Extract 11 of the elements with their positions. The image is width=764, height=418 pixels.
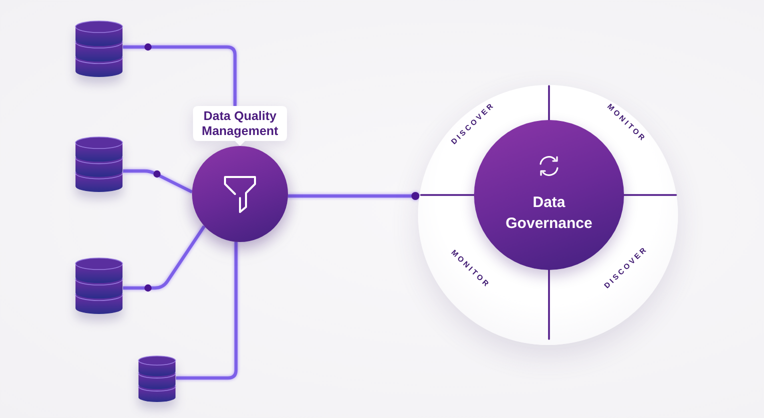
database-icon (75, 20, 123, 78)
connector-line (123, 225, 206, 290)
connector-line (122, 45, 237, 106)
connector-line (288, 192, 420, 200)
database-icon (138, 355, 176, 403)
database-icon (75, 136, 123, 193)
database-icon (75, 257, 123, 315)
connector-line (176, 242, 238, 380)
circle-title: Data Governance (504, 193, 594, 234)
callout-label: Data Quality Management (193, 106, 287, 146)
connector-line (123, 169, 193, 194)
